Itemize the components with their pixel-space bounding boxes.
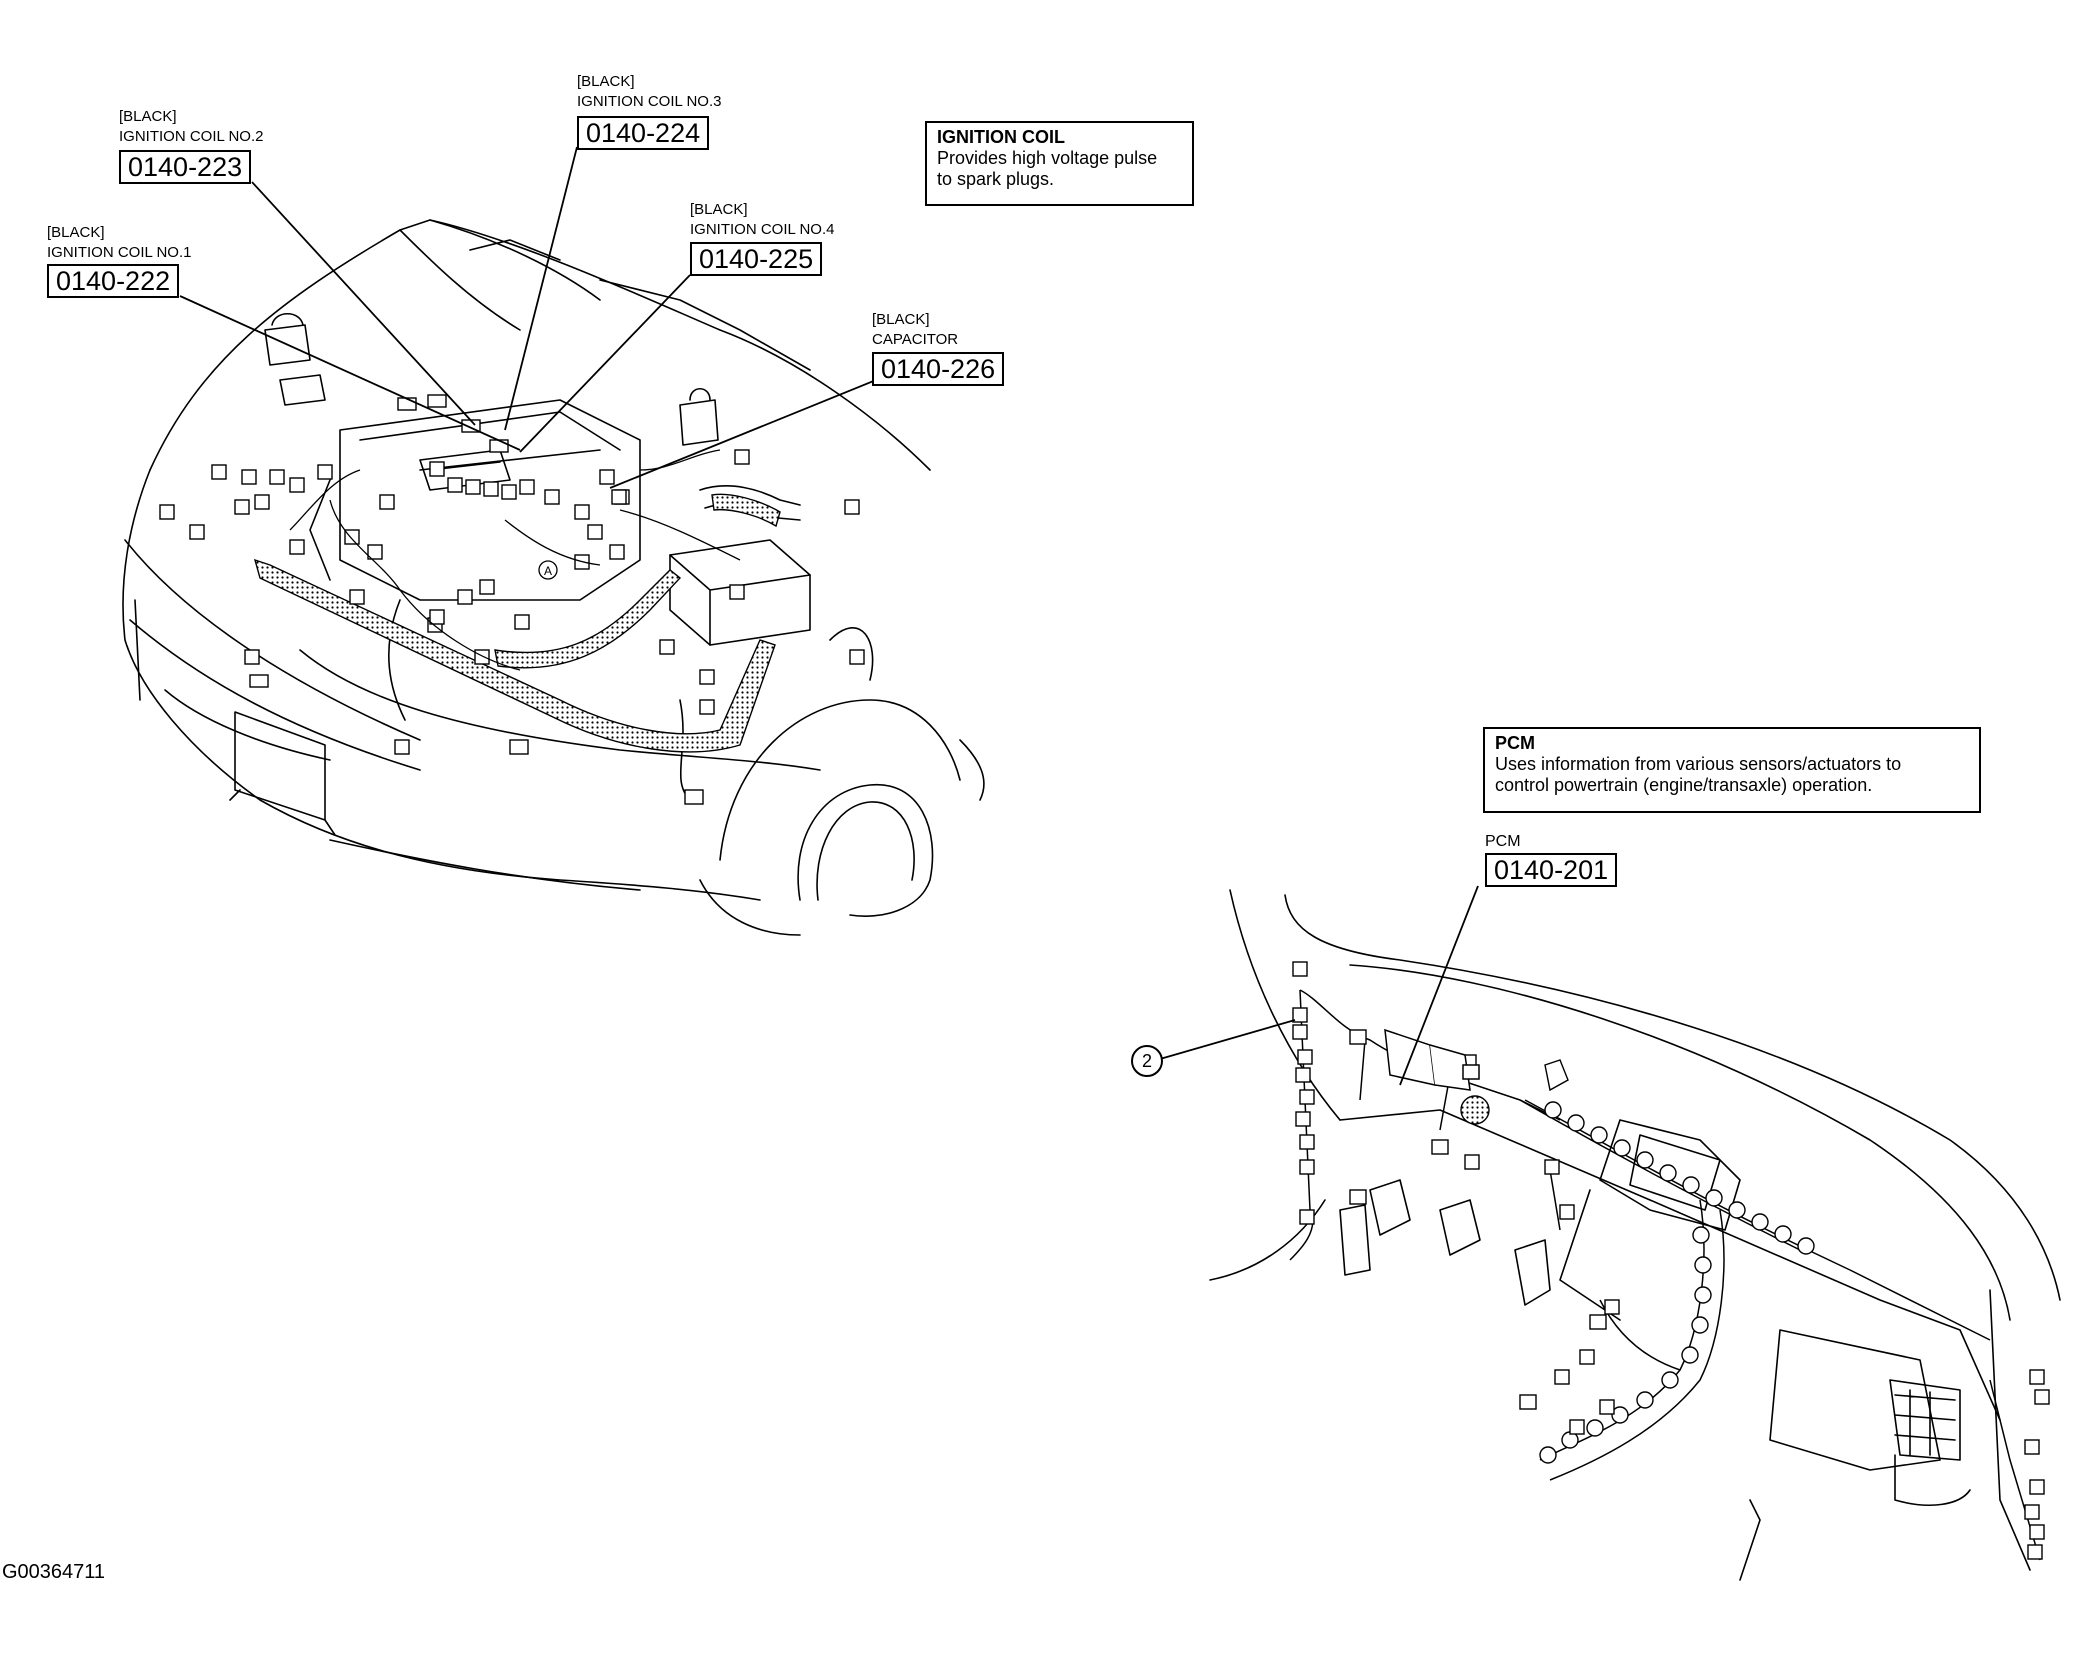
dashboard-connectors bbox=[1292, 961, 2050, 1560]
coil2-name-label: IGNITION COIL NO.2 bbox=[119, 128, 264, 145]
coil1-connector-code: 0140-222 bbox=[47, 264, 180, 298]
pcm-note-title: PCM bbox=[1495, 733, 1535, 753]
engine-connectors bbox=[159, 394, 865, 805]
pcm-module bbox=[1384, 1028, 1480, 1091]
coil3-name-label: IGNITION COIL NO.3 bbox=[577, 93, 722, 110]
callout-circle: 2 bbox=[1131, 1045, 1163, 1077]
coil1-color-label: [BLACK] bbox=[47, 224, 105, 241]
capacitor-color-label: [BLACK] bbox=[872, 311, 930, 328]
coil4-color-label: [BLACK] bbox=[690, 201, 748, 218]
coil4-connector-code: 0140-225 bbox=[690, 242, 823, 276]
ignition-coil-note-line-1: Provides high voltage pulse bbox=[937, 148, 1158, 168]
ignition-coil-note-title: IGNITION COIL bbox=[937, 127, 1065, 147]
harness-tubes bbox=[253, 493, 781, 753]
harness-marker-circle bbox=[538, 560, 558, 580]
coil2-color-label: [BLACK] bbox=[119, 108, 177, 125]
coil3-color-label: [BLACK] bbox=[577, 73, 635, 90]
coil1-name-label: IGNITION COIL NO.1 bbox=[47, 244, 192, 261]
pcm-note-line-1: Uses information from various sensors/ac… bbox=[1495, 754, 1902, 774]
dashboard-illustration bbox=[1209, 889, 2061, 1581]
harness-marker-text: A bbox=[544, 564, 552, 578]
ignition-coil-note: IGNITION COIL Provides high voltage puls… bbox=[925, 121, 1194, 206]
coil4-name-label: IGNITION COIL NO.4 bbox=[690, 221, 835, 238]
capacitor-name-label: CAPACITOR bbox=[872, 331, 959, 348]
pcm-connector-code: 0140-201 bbox=[1485, 853, 1618, 887]
dashboard-harness-rings bbox=[1539, 1101, 1815, 1464]
ignition-coil-note-line-2: to spark plugs. bbox=[937, 169, 1055, 189]
coil-wires bbox=[289, 449, 741, 671]
pcm-note-line-2: control powertrain (engine/transaxle) op… bbox=[1495, 775, 1873, 795]
coil2-connector-code: 0140-223 bbox=[119, 150, 252, 184]
pcm-note: PCM Uses information from various sensor… bbox=[1483, 727, 1981, 813]
dashboard-leader-lines bbox=[1159, 885, 1479, 1086]
engine-leader-lines bbox=[179, 146, 877, 489]
coil3-connector-code: 0140-224 bbox=[577, 116, 710, 150]
capacitor-connector-code: 0140-226 bbox=[872, 352, 1005, 386]
pcm-name-label: PCM bbox=[1485, 833, 1521, 850]
figure-id: G00364711 bbox=[2, 1561, 106, 1583]
